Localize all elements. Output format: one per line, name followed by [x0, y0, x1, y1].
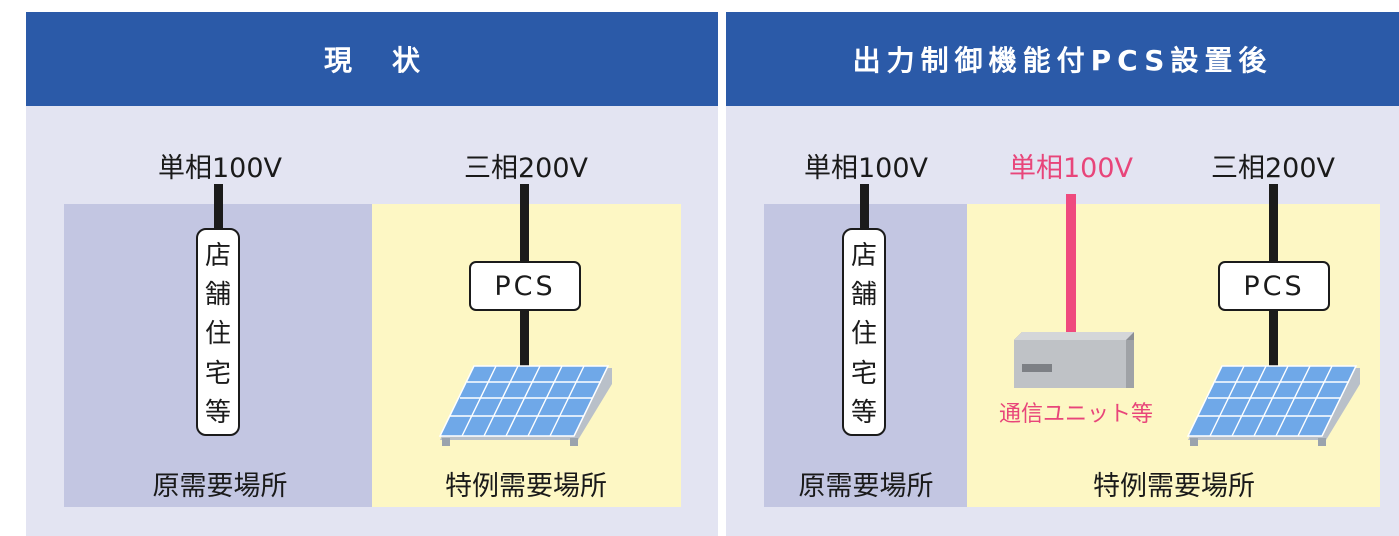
single-phase-supply-label: 単相100V [803, 153, 929, 184]
solar-panel-icon [438, 365, 612, 446]
new-single-phase-supply-label: 単相100V [1008, 153, 1134, 184]
communication-unit-label: 通信ユニット等 [998, 402, 1154, 427]
special-site-label: 特例需要場所 [1093, 471, 1255, 502]
single-phase-wire [214, 184, 223, 230]
box-char: 店 [850, 241, 877, 272]
current-state-title: 現状 [323, 44, 460, 77]
after-installation-title: 出力制御機能付PCS設置後 [852, 44, 1273, 77]
single-phase-supply-label: 単相100V [157, 153, 283, 184]
box-char: 店 [204, 241, 231, 272]
pcs-to-solar-wire [520, 310, 529, 374]
after-installation-panel: 出力制御機能付PCS設置後 単相100V 単相100V 三相200V 店 舗 住… [726, 12, 1399, 536]
new-single-phase-wire [1066, 194, 1076, 334]
box-char: 宅 [850, 358, 877, 389]
three-phase-supply-label: 三相200V [463, 153, 589, 184]
pcs-box: PCS [1218, 261, 1330, 311]
box-char: 舗 [850, 280, 877, 311]
shop-residence-box: 店 舗 住 宅 等 [842, 228, 886, 436]
three-phase-wire [520, 184, 529, 262]
pcs-box: PCS [469, 261, 581, 311]
solar-panel-icon [1186, 365, 1360, 446]
shop-residence-box: 店 舗 住 宅 等 [196, 228, 240, 436]
box-char: 舗 [204, 280, 231, 311]
box-char: 等 [850, 397, 877, 428]
after-installation-header: 出力制御機能付PCS設置後 [726, 12, 1399, 106]
original-site-label: 原需要場所 [152, 471, 288, 502]
three-phase-wire [1269, 184, 1278, 262]
three-phase-supply-label: 三相200V [1210, 153, 1336, 184]
communication-unit-icon [1014, 332, 1134, 388]
box-char: 住 [850, 319, 877, 350]
original-site-label: 原需要場所 [798, 471, 934, 502]
single-phase-wire [860, 184, 869, 230]
box-char: 宅 [204, 358, 231, 389]
special-site-label: 特例需要場所 [445, 471, 607, 502]
current-state-panel: 現状 単相100V 三相200V 店 舗 住 宅 等 PCS 原需要場所 特例需… [26, 12, 718, 536]
current-state-header: 現状 [26, 12, 718, 106]
box-char: 等 [204, 397, 231, 428]
box-char: 住 [204, 319, 231, 350]
pcs-to-solar-wire [1269, 310, 1278, 374]
